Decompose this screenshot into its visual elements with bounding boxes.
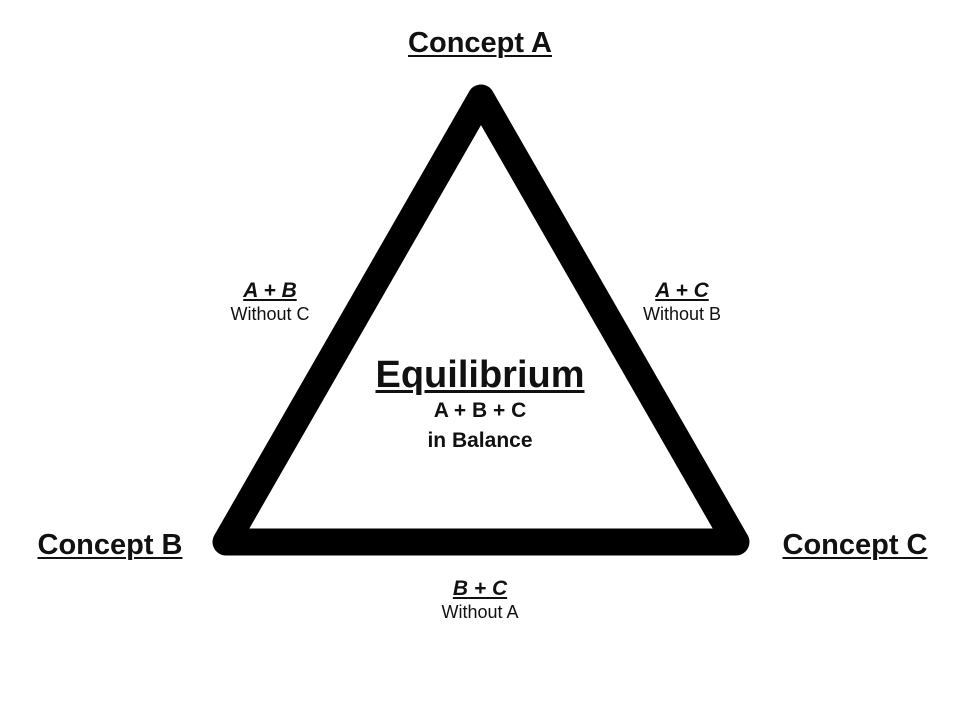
edge-ac-subtitle: Without B	[642, 304, 722, 324]
edge-bc-subtitle: Without A	[441, 602, 519, 622]
edge-ab-title: A + B	[243, 279, 297, 302]
triangle-outline	[212, 84, 750, 556]
vertex-label-b: Concept B	[37, 529, 183, 561]
edge-ab-subtitle: Without C	[230, 304, 310, 324]
edge-label-bc: B + C Without A	[410, 577, 550, 623]
vertex-label-c: Concept C	[782, 529, 928, 561]
vertex-label-a: Concept A	[408, 27, 552, 59]
center-line-1: A + B + C	[433, 399, 527, 422]
center-label: Equilibrium A + B + C in Balance	[330, 354, 630, 456]
edge-ac-title: A + C	[655, 279, 709, 302]
center-line-2: in Balance	[427, 429, 533, 452]
edge-label-ab: A + B Without C	[200, 279, 340, 325]
edge-bc-title: B + C	[452, 577, 508, 600]
edge-label-ac: A + C Without B	[612, 279, 752, 325]
center-title: Equilibrium	[375, 354, 585, 396]
